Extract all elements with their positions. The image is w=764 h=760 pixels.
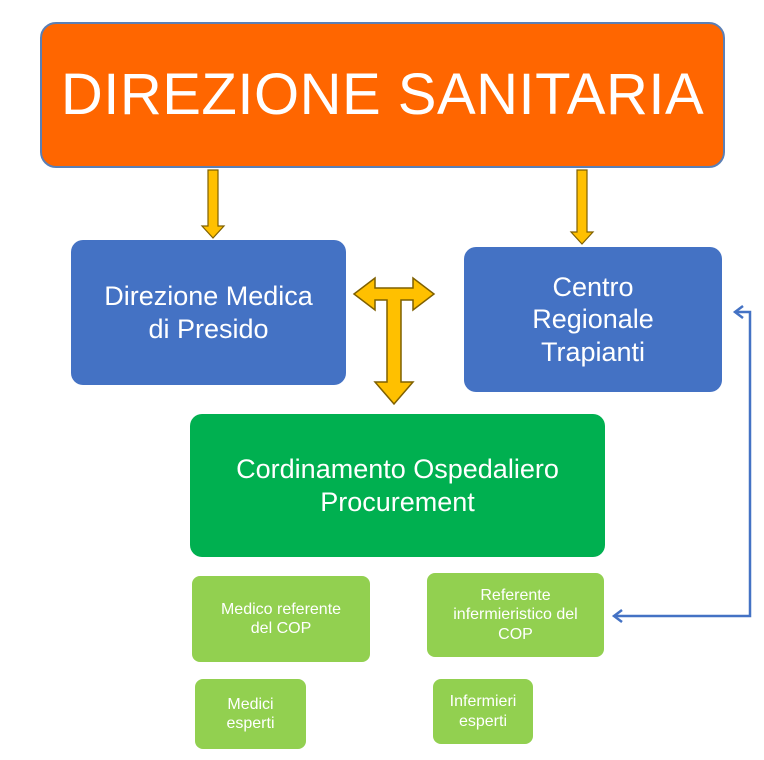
medici-esperti-line1: Medici bbox=[227, 695, 274, 713]
centro-regionale-line3: Trapianti bbox=[540, 336, 646, 367]
infermieri-esperti-line1: Infermieri bbox=[449, 693, 517, 711]
centro-regionale-box: Centro Regionale Trapianti bbox=[464, 247, 722, 392]
referente-infermieristico-line1: Referente bbox=[480, 587, 551, 605]
medici-esperti-box: Medici esperti bbox=[195, 679, 306, 749]
centro-regionale-line2: Regionale bbox=[532, 304, 654, 335]
referente-infermieristico-line2: infermieristico del bbox=[453, 606, 578, 624]
referente-infermieristico-box: Referente infermieristico del COP bbox=[427, 573, 604, 657]
infermieri-esperti-box: Infermieri esperti bbox=[433, 679, 533, 744]
connector-arrowhead-bottom bbox=[611, 609, 623, 623]
medici-esperti-line2: esperti bbox=[226, 715, 275, 732]
centro-regionale-line1: Centro bbox=[552, 271, 634, 302]
referente-infermieristico-line3: COP bbox=[498, 625, 533, 643]
coordinamento-box: Cordinamento Ospedaliero Procurement bbox=[190, 414, 605, 557]
down-arrow-right bbox=[569, 169, 595, 245]
medico-referente-line1: Medico referente bbox=[220, 600, 342, 618]
t-junction-arrow bbox=[352, 276, 436, 406]
coordinamento-line2: Procurement bbox=[320, 486, 475, 517]
direzione-sanitaria-box: DIREZIONE SANITARIA bbox=[40, 22, 725, 168]
connector-arrowhead-top bbox=[732, 305, 744, 319]
direzione-sanitaria-label: DIREZIONE SANITARIA bbox=[60, 62, 705, 128]
direzione-medica-line2: di Presido bbox=[148, 313, 269, 344]
direzione-medica-box: Direzione Medica di Presido bbox=[71, 240, 346, 385]
referente-crt-connector bbox=[616, 310, 752, 618]
down-arrow-left bbox=[200, 169, 226, 239]
direzione-medica-line1: Direzione Medica bbox=[104, 281, 313, 312]
medico-referente-box: Medico referente del COP bbox=[192, 576, 370, 662]
infermieri-esperti-line2: esperti bbox=[458, 712, 508, 730]
medico-referente-line2: del COP bbox=[250, 620, 312, 637]
coordinamento-line1: Cordinamento Ospedaliero bbox=[236, 454, 559, 485]
